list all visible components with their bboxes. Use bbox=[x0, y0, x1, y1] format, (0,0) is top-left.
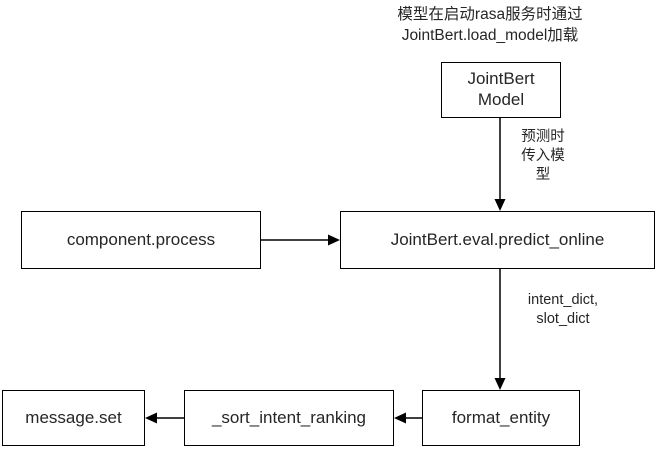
node-jointbert-model[interactable]: JointBert Model bbox=[441, 62, 561, 118]
edge-sort-to-message bbox=[145, 412, 184, 424]
edge-label-predict-time: 预测时 传入模 型 bbox=[521, 129, 565, 183]
edge-predict-to-format bbox=[494, 269, 506, 390]
node-component-process[interactable]: component.process bbox=[21, 211, 261, 269]
edge-format-to-sort bbox=[394, 412, 422, 424]
edge-model-to-predict bbox=[494, 118, 506, 211]
node-sort-intent-ranking[interactable]: _sort_intent_ranking bbox=[184, 390, 394, 446]
node-format-entity[interactable]: format_entity bbox=[422, 390, 580, 446]
edge-process-to-predict bbox=[261, 234, 340, 246]
node-message-set[interactable]: message.set bbox=[2, 390, 145, 446]
edge-label-intent-slot-dict: intent_dict, slot_dict bbox=[527, 292, 599, 327]
node-jointbert-eval-predict-online[interactable]: JointBert.eval.predict_online bbox=[340, 211, 655, 269]
caption-load-model: 模型在启动rasa服务时通过 JointBert.load_model加载 bbox=[397, 6, 583, 44]
